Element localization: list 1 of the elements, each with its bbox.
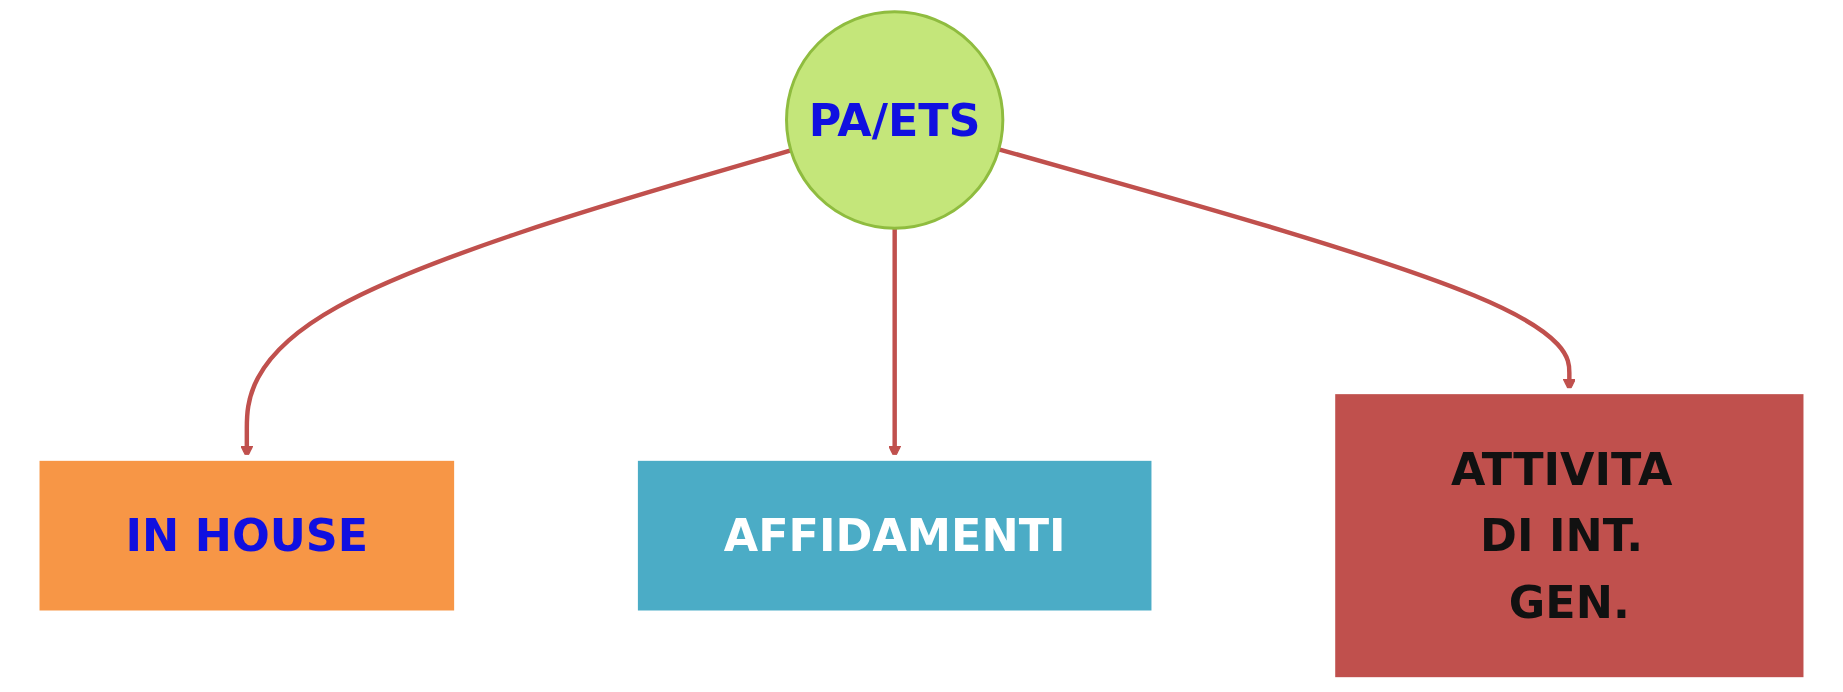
node-circle: PA/ETS	[785, 10, 1005, 230]
